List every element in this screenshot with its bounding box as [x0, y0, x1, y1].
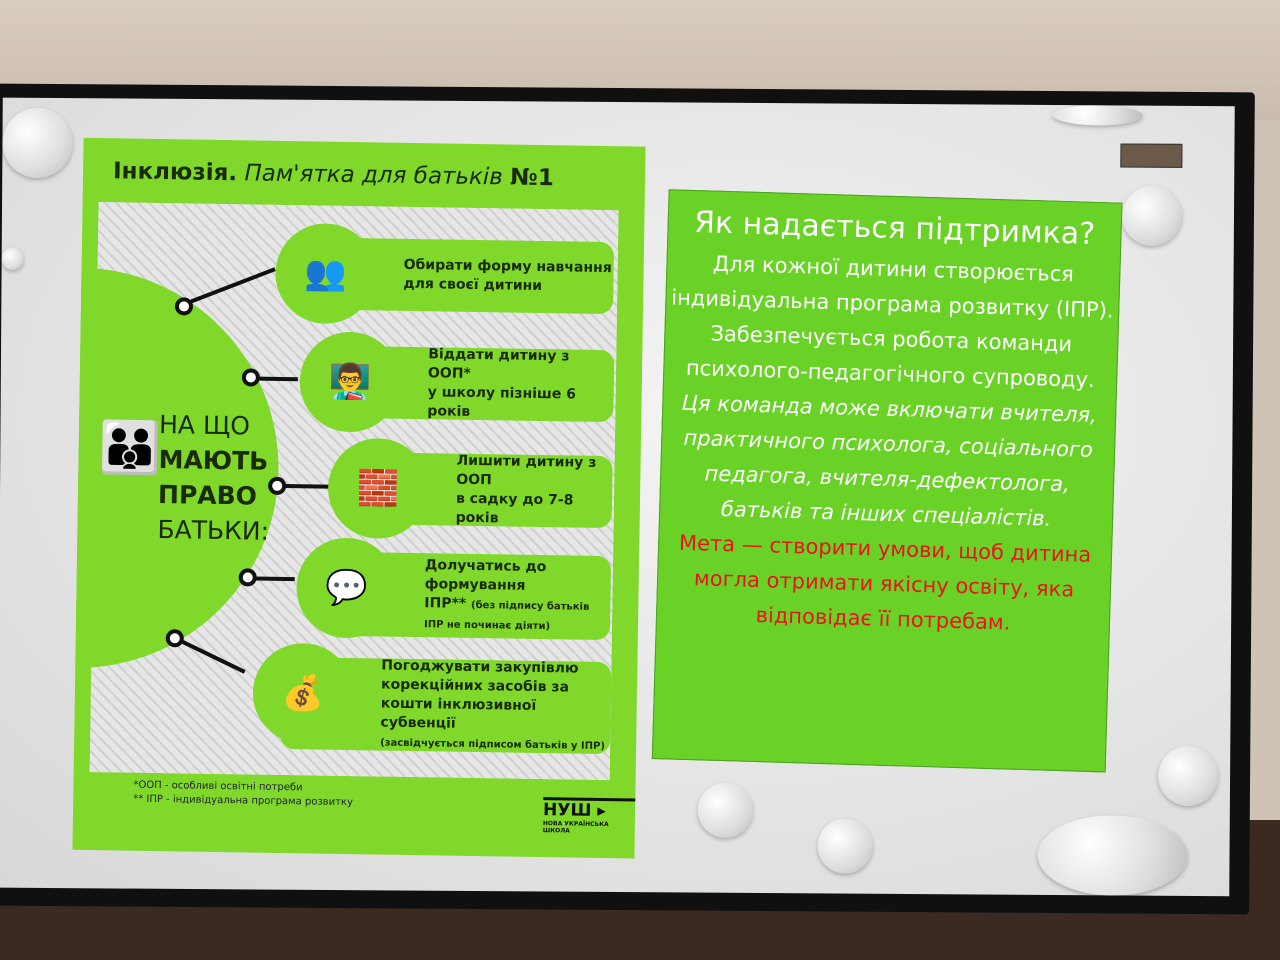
water-drop [697, 782, 754, 838]
item-text: для своєї дитини [403, 275, 543, 295]
label-line: ПРАВО [157, 480, 258, 511]
item-text: у школу пізніше 6 років [427, 384, 577, 420]
footnotes: *ООП - особливі освітні потреби ** ІПР -… [133, 779, 353, 810]
discussion-icon: 💬 [295, 537, 398, 639]
poster-title: Інклюзія. Пам'ятка для батьків №1 [113, 158, 554, 191]
support-paragraph: Для кожної дитини створюється індивідуал… [670, 251, 1114, 323]
item-text: корекційних засобів за кошти інклюзивної… [380, 676, 570, 732]
nush-logo: НУШ ▸НОВА УКРАЇНСЬКА ШКОЛА [542, 797, 636, 836]
parents-child-icon: 👪 [98, 418, 162, 478]
item-text: Долучатись до формування [424, 557, 547, 594]
item-text: в садку до 7-8 років [455, 490, 574, 527]
connector-line [257, 376, 298, 382]
title-number: №1 [509, 164, 555, 192]
corner-badge [1120, 143, 1183, 168]
team-paragraph: Ця команда може включати вчителя, практи… [681, 390, 1098, 531]
item-text: Віддати дитину з ООП* [427, 346, 570, 382]
title-italic: Пам'ятка для батьків [244, 160, 504, 191]
slide: Інклюзія. Пам'ятка для батьків №1 👪 НА Щ… [0, 97, 1235, 897]
tv-bezel: Інклюзія. Пам'ятка для батьків №1 👪 НА Щ… [0, 83, 1255, 915]
rights-label: НА ЩО МАЮТЬ ПРАВО БАТЬКИ: [157, 407, 271, 549]
water-drop [1157, 745, 1219, 807]
water-drop [2, 107, 73, 179]
water-drop [1, 247, 24, 270]
blocks-icon: 🧱 [327, 437, 429, 540]
support-info-box: Як надається підтримка? Для кожної дитин… [651, 189, 1123, 773]
label-line: БАТЬКИ: [157, 515, 270, 546]
right-item: 👨‍🏫 Віддати дитину з ООП*у школу пізніше… [299, 331, 615, 433]
logo-text: НУШ [542, 800, 592, 821]
parents-memo-poster: Інклюзія. Пам'ятка для батьків №1 👪 НА Щ… [72, 137, 646, 859]
connector-line [284, 483, 335, 489]
label-line: МАЮТЬ [158, 445, 269, 476]
footnote: ** ІПР - індивідуальна програма розвитку [133, 793, 353, 809]
item-note: (засвідчується підписом батьків у ІПР) [380, 737, 606, 753]
item-text: Лишити дитину з ООП [456, 452, 597, 489]
meeting-icon: 👥 [274, 222, 377, 325]
support-title: Як надається підтримка? [693, 205, 1096, 252]
water-drop [1052, 105, 1143, 126]
label-line: НА ЩО [158, 410, 251, 441]
teacher-icon: 👨‍🏫 [299, 331, 401, 433]
water-drop [817, 818, 873, 874]
logo-subtext: НОВА УКРАЇНСЬКА ШКОЛА [542, 820, 609, 835]
goal-paragraph: Мета — створити умови, щоб дитина могла … [678, 530, 1092, 635]
title-bold: Інклюзія. [112, 158, 238, 187]
water-drop [1121, 185, 1183, 246]
item-text: ІПР** [424, 595, 467, 612]
water-drop [1037, 814, 1188, 896]
money-bag-icon: 💰 [252, 642, 354, 745]
support-paragraph: Забезпечується робота команди психолого-… [685, 321, 1096, 392]
connector-line [254, 576, 295, 582]
